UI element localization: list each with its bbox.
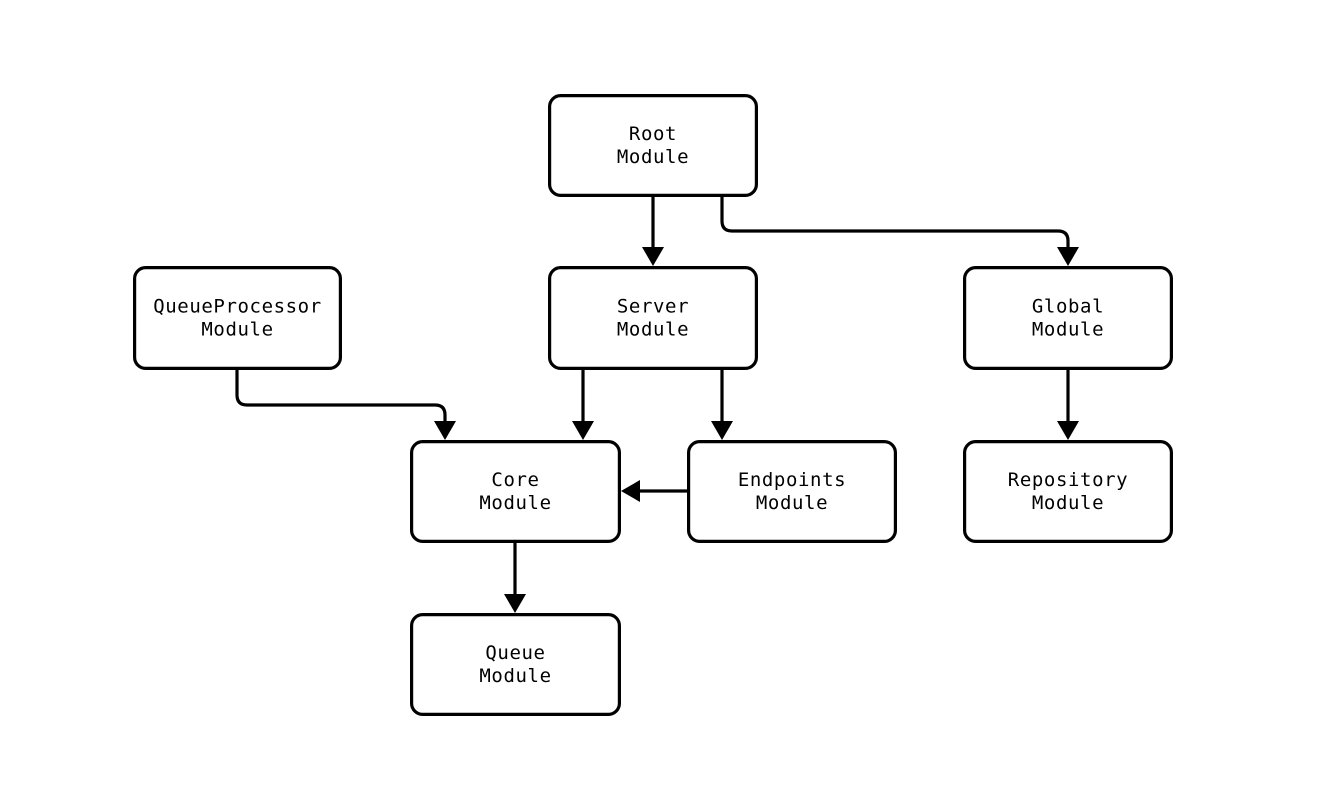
edge-queueprocessor-core xyxy=(235,370,456,440)
node-box[interactable] xyxy=(962,266,1173,371)
node-label-primary: Server xyxy=(617,296,689,318)
edge-endpoints-core xyxy=(621,480,687,502)
arrowhead-icon xyxy=(1057,247,1079,266)
edge-root-server xyxy=(642,197,664,266)
arrowhead-icon xyxy=(434,421,456,440)
edge-server-endpoints xyxy=(711,370,733,440)
node-label-secondary: Module xyxy=(756,492,828,514)
node-label-primary: Core xyxy=(491,469,539,491)
node-label-secondary: Module xyxy=(617,146,689,168)
node-label-primary: Queue xyxy=(485,642,545,664)
node-label-secondary: Module xyxy=(1032,492,1104,514)
node-box[interactable] xyxy=(547,93,758,198)
edge-server-core xyxy=(572,370,594,440)
node-box[interactable] xyxy=(133,266,343,371)
arrowhead-icon xyxy=(572,421,594,440)
node-label-primary: Repository xyxy=(1008,469,1128,491)
arrowhead-icon xyxy=(1057,421,1079,440)
node-box[interactable] xyxy=(962,440,1173,544)
arrowhead-icon xyxy=(642,247,664,266)
edge-global-repository xyxy=(1057,370,1079,440)
node-label-secondary: Module xyxy=(479,665,551,687)
node-box[interactable] xyxy=(410,440,622,544)
node-label-primary: Global xyxy=(1032,296,1104,318)
node-label-primary: QueueProcessor xyxy=(153,296,322,318)
node-label-secondary: Module xyxy=(201,319,273,341)
node-box[interactable] xyxy=(686,440,897,544)
node-label-secondary: Module xyxy=(479,492,551,514)
edge-root-global xyxy=(720,197,1079,266)
node-label-secondary: Module xyxy=(1032,319,1104,341)
node-box[interactable] xyxy=(547,266,758,371)
arrowhead-icon xyxy=(711,421,733,440)
arrowhead-icon xyxy=(504,594,526,613)
node-layer: RootModuleQueueProcessorModuleServerModu… xyxy=(133,93,1173,716)
node-label-secondary: Module xyxy=(617,319,689,341)
edge-core-queue xyxy=(504,543,526,613)
edge-line xyxy=(235,370,447,422)
node-label-primary: Endpoints xyxy=(738,469,846,491)
edge-line xyxy=(720,197,1070,248)
edge-layer xyxy=(235,197,1079,613)
node-box[interactable] xyxy=(410,612,622,716)
node-label-primary: Root xyxy=(629,123,677,145)
arrowhead-icon xyxy=(621,480,640,502)
